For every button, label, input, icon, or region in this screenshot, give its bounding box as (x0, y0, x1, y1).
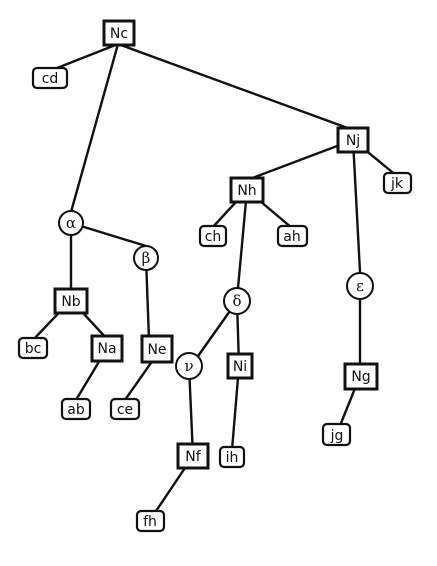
node-nf: Nf (176, 442, 210, 470)
leaf-label: ce (117, 402, 133, 418)
edge-ni-ih (230, 364, 241, 452)
node-nj: Nj (336, 126, 370, 154)
leaf-label: ah (283, 229, 300, 245)
node-label: Nb (61, 294, 80, 310)
node-label: ν (184, 357, 193, 375)
node-label: δ (232, 292, 241, 310)
node-na: Na (90, 334, 124, 363)
node-ni: Ni (226, 352, 254, 380)
leaf-label: jg (330, 428, 344, 444)
leaf-ah: ah (276, 224, 309, 248)
leaf-bc: bc (17, 336, 49, 360)
leaf-label: jk (390, 176, 404, 192)
node-alpha: α (58, 210, 84, 236)
node-nb: Nb (53, 287, 89, 315)
node-label: Ne (147, 342, 166, 358)
leaf-label: ih (226, 450, 239, 466)
edges (31, 42, 399, 522)
edge-alpha-beta (69, 221, 148, 248)
leaf-cd: cd (31, 66, 69, 90)
node-label: Nj (346, 133, 360, 149)
leaf-label: ch (205, 229, 222, 245)
node-label: Ni (233, 359, 247, 375)
node-epsilon: ε (346, 272, 374, 300)
node-beta: β (133, 245, 159, 271)
edge-nu-nf (187, 364, 195, 458)
edge-nh-delta (236, 188, 249, 290)
edge-nc-cd (50, 42, 120, 72)
edge-nj-nh (245, 138, 355, 182)
node-nu: ν (175, 352, 203, 380)
node-ne: Ne (140, 334, 174, 364)
leaf-label: bc (25, 341, 42, 357)
edge-beta-ne (144, 256, 151, 342)
leaf-fh: fh (135, 509, 166, 533)
node-label: Nc (110, 26, 128, 42)
node-label: β (142, 249, 151, 267)
node-delta: δ (223, 287, 251, 315)
edge-na-ab (74, 358, 102, 402)
node-nh: Nh (229, 176, 265, 204)
leaf-label: cd (42, 71, 59, 87)
node-label: Nh (237, 183, 256, 199)
node-label: ε (356, 277, 364, 295)
edge-nj-epsilon (351, 138, 362, 274)
leaf-ab: ab (60, 397, 92, 421)
leaf-jg: jg (321, 422, 352, 447)
node-label: α (66, 214, 76, 232)
leaf-ch: ch (198, 224, 228, 248)
edge-nc-alpha (69, 42, 120, 214)
leaf-label: ab (67, 402, 85, 418)
leaf-ih: ih (218, 445, 246, 469)
node-label: Ng (351, 369, 370, 385)
node-label: Nf (185, 449, 201, 465)
leaf-jk: jk (382, 171, 413, 195)
node-label: Na (97, 341, 116, 357)
leaf-label: fh (143, 514, 157, 530)
edge-nc-nj (116, 42, 355, 132)
node-ng: Ng (343, 362, 379, 391)
edge-ne-ce (123, 358, 155, 402)
leaf-ce: ce (109, 397, 141, 421)
node-nc: Nc (102, 19, 136, 47)
